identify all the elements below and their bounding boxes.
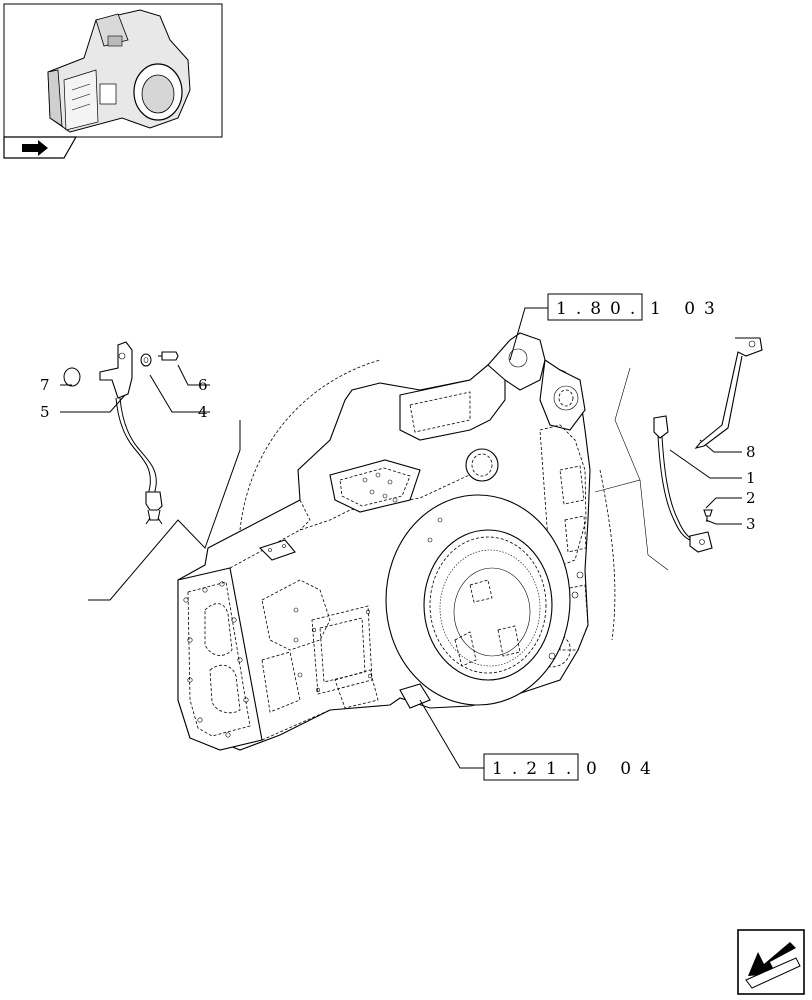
transmission-housing-thumbnail [47, 9, 191, 133]
washer-part [140, 353, 152, 367]
transmission-housing [177, 332, 616, 751]
callout-7: 7 [40, 376, 50, 394]
reference-bottom-rest: 0 04 [586, 759, 660, 779]
speed-sensor-assembly [63, 341, 179, 525]
reference-top[interactable]: 1.80. 1 03 [547, 293, 724, 321]
screw-part [703, 509, 713, 517]
callout-5: 5 [40, 403, 50, 421]
bolt-head-part [161, 351, 179, 361]
next-page-arrow-icon[interactable] [737, 929, 805, 995]
book-arrow-icon[interactable] [3, 136, 78, 159]
callout-4: 4 [198, 403, 208, 421]
bracket-part [694, 337, 763, 449]
callout-6: 6 [198, 376, 208, 394]
callout-8: 8 [746, 443, 756, 461]
callout-2: 2 [746, 489, 756, 507]
callout-3: 3 [746, 515, 756, 533]
cable-connector-part [653, 415, 669, 439]
bracket-sensor-assembly [653, 337, 763, 553]
reference-top-rest: 1 03 [650, 299, 724, 319]
o-ring-part [63, 367, 81, 387]
reference-bottom-boxed: 1.21. [492, 759, 580, 779]
reference-bottom[interactable]: 1.21. 0 04 [483, 753, 660, 781]
sensor-body-part [99, 341, 133, 399]
reference-top-boxed: 1.80. [556, 299, 644, 319]
callout-labels: 7 5 6 4 8 1 2 3 [40, 376, 756, 533]
callout-1: 1 [746, 469, 756, 487]
thumbnail-panel [3, 3, 223, 159]
